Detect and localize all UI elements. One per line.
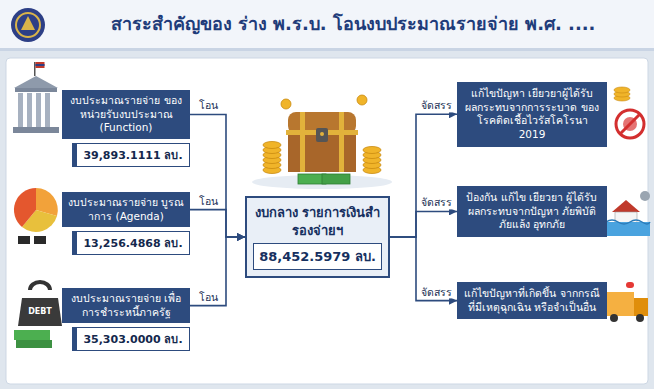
treasure-chest-icon-part [339,112,344,172]
edge-label: จัดสรร [419,100,454,113]
box-text: 13,256.4868 ลบ. [80,234,186,252]
treasure-chest-icon-part [320,132,324,136]
diagram-title: สาระสำคัญของ ร่าง พ.ร.บ. โอนงบประมาณรายจ… [58,13,648,35]
government-building-icon-part [13,127,59,133]
virus-icon-part [620,114,640,134]
flood-house-icon-part [612,200,640,212]
government-building-icon-part [36,64,45,66]
treasure-chest-icon-part [263,95,381,174]
treasure-chest-icon-part [322,174,350,184]
box-text: งบกลาง รายการเงินสำรองจ่ายฯ [253,204,382,239]
icon-label: DEBT [22,308,58,316]
treasure-chest-icon [252,95,392,189]
flow-arrow [390,237,457,301]
emergency-truck-icon-part [610,314,618,322]
debt-weight-icon-part [14,330,50,340]
government-building-icon-part [34,62,36,76]
header-bar [0,0,654,51]
flow-arrow [390,211,457,237]
flow-arrow [190,114,245,237]
debt-weight-icon [14,282,62,348]
pie-chart-icon [14,188,58,244]
box-text: แก้ไขปัญหา เยียวยาผู้ได้รับ ผลกระทบจากกา… [463,87,601,142]
treasure-chest-icon-part-part [363,147,381,154]
amount-box: 13,256.4868 ลบ. [72,231,190,255]
emblem-logo [11,8,45,42]
source-budget-box: งบประมาณรายจ่าย เพื่อการชำระหนี้ภาครัฐ [62,288,190,323]
government-building-icon-part [15,88,57,92]
treasure-chest-icon-part [252,175,392,189]
flood-house-icon [606,191,650,236]
virus-icon-part-part [614,87,630,93]
government-building-icon-part [36,93,41,127]
government-building-icon-part [45,93,50,127]
edge-label: โอน [197,291,220,304]
emergency-truck-icon-part [626,282,634,288]
source-budget-box: งบประมาณรายจ่าย บูรณาการ (Agenda) [62,192,190,227]
amount-box: 39,893.1111 ลบ. [72,143,190,167]
flood-house-icon-part [640,191,650,201]
emblem-logo-part [21,16,35,30]
treasure-chest-icon-part-part [263,142,281,149]
pie-chart-icon-part [14,188,36,227]
allocation-box: ป้องกัน แก้ไข เยียวยา ผู้ได้รับผลกระทบจา… [457,186,607,237]
government-building-icon-part [18,93,23,127]
edge-label: จัดสรร [419,286,454,299]
government-building-icon-part [36,62,45,68]
source-budget-box: งบประมาณรายจ่าย ของหน่วยรับงบประมาณ (Fun… [62,90,190,139]
flow-arrow [390,114,457,237]
debt-weight-icon-part [18,298,62,326]
government-building-icon [13,62,59,133]
box-text: งบประมาณรายจ่าย บูรณาการ (Agenda) [67,196,185,223]
emergency-truck-icon-part [634,298,648,316]
flood-house-icon-part [606,222,650,236]
emergency-truck-icon-part [636,314,644,322]
allocation-box: แก้ไขปัญหาที่เกิดขึ้น จากกรณีที่มีเหตุฉุ… [457,282,607,319]
content-panel [6,58,648,384]
treasure-chest-icon-part-part [357,95,367,105]
amount-text: 88,452.5979 ลบ. [253,243,382,270]
virus-icon-part [616,110,644,138]
box-text: 39,893.1111 ลบ. [80,146,186,164]
flow-arrow [190,237,245,306]
virus-icon-part [614,87,630,101]
header-bar-part [0,48,654,51]
box-text: งบประมาณรายจ่าย เพื่อการชำระหนี้ภาครัฐ [67,292,185,319]
box-text: ป้องกัน แก้ไข เยียวยา ผู้ได้รับผลกระทบจา… [463,191,601,232]
flood-house-icon-part [606,220,650,224]
emblem-logo-part [11,8,45,42]
content-panel-part [6,58,648,384]
allocation-box: แก้ไขปัญหา เยียวยาผู้ได้รับ ผลกระทบจากกา… [457,82,607,147]
edge-label: จัดสรร [419,197,454,210]
pie-chart-icon-part [18,236,30,244]
treasure-chest-icon-part [300,112,305,172]
debt-weight-icon-part [16,340,52,348]
edge-label: โอน [197,100,220,113]
treasure-chest-icon-part [316,128,328,142]
emblem-logo-part [16,13,40,37]
virus-icon [614,87,644,138]
amount-box: 35,303.0000 ลบ. [72,327,190,351]
header-bar-part [0,0,654,50]
box-text: งบประมาณรายจ่าย ของหน่วยรับงบประมาณ (Fun… [67,94,185,135]
flow-arrow [190,210,245,237]
box-text: แก้ไขปัญหาที่เกิดขึ้น จากกรณีที่มีเหตุฉุ… [463,287,601,314]
treasure-chest-icon-part-part [281,99,291,109]
pie-chart-icon-part [34,236,46,244]
edge-label: โอน [197,195,220,208]
box-text: 35,303.0000 ลบ. [80,330,186,348]
central-fund-box: งบกลาง รายการเงินสำรองจ่ายฯ 88,452.5979 ล… [245,196,390,278]
government-building-icon-part [14,76,58,88]
debt-weight-icon-part [30,282,50,290]
emergency-truck-icon-part [606,292,634,316]
emergency-truck-icon [606,282,648,322]
government-building-icon-part [27,93,32,127]
